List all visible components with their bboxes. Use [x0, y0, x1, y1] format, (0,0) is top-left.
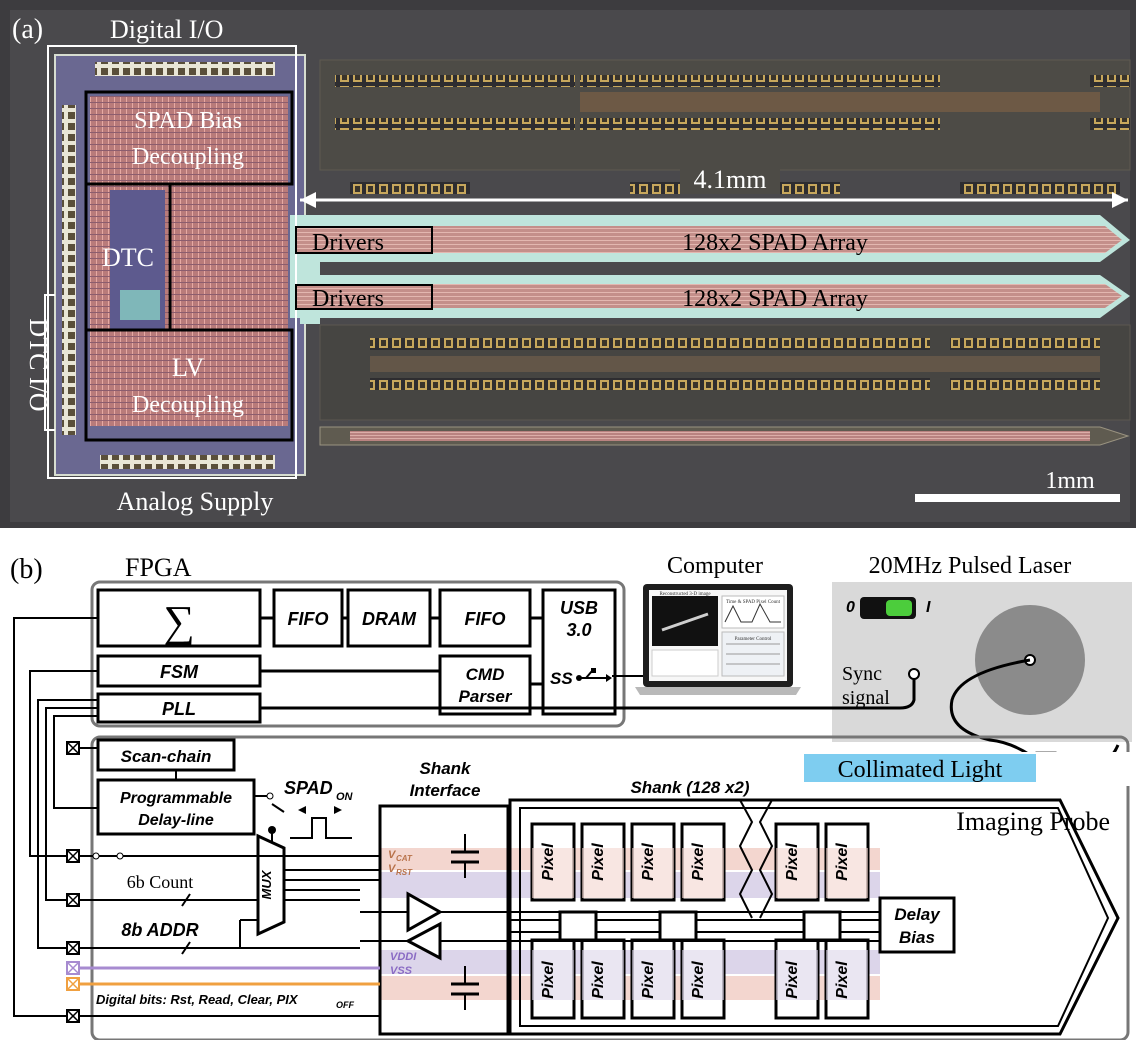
- pixel-top-1: Pixel: [532, 824, 574, 900]
- lv-label: LV: [172, 353, 204, 382]
- pixel-bottom-2-label: Pixel: [590, 961, 607, 999]
- pixel-bottom-4: Pixel: [682, 940, 724, 1018]
- scan-chain-label: Scan-chain: [121, 747, 212, 766]
- system-diagram-svg: (b) FPGA ∑ FIFO DRAM FIFO USB 3.0 SS FSM…: [0, 528, 1136, 1040]
- sync-label: Sync: [842, 663, 882, 685]
- pixel-bottom-6: Pixel: [826, 940, 868, 1018]
- count-label: 6b Count: [127, 872, 194, 892]
- pixel-top-2-label: Pixel: [590, 843, 607, 881]
- pixel-top-6: Pixel: [826, 824, 868, 900]
- shank-interface-label2: Interface: [410, 781, 481, 800]
- programmable-label: Programmable: [120, 790, 232, 807]
- spad-on-subscript: ON: [336, 791, 354, 803]
- dtc-label: DTC: [102, 243, 154, 272]
- die-micrograph-panel: (a) Digital I/O SPAD Bias Decoupling DTC…: [0, 0, 1136, 528]
- scale-bar-label: 1mm: [1045, 468, 1095, 494]
- lv-decoupling-label: Decoupling: [132, 392, 244, 418]
- port-vddi: [67, 962, 79, 974]
- scale-bar: [915, 494, 1120, 502]
- usb-label: USB: [560, 598, 598, 618]
- dtc-io-label: DTC I/O: [24, 318, 53, 411]
- pixel-top-2: Pixel: [582, 824, 624, 900]
- dram-label: DRAM: [362, 609, 417, 629]
- delay-line-label: Delay-line: [138, 812, 214, 829]
- computer-label: Computer: [667, 553, 763, 579]
- spad-on-label: SPAD: [284, 778, 333, 798]
- pixel-bottom-6-label: Pixel: [834, 961, 851, 999]
- port-digital: [67, 1010, 79, 1022]
- column-block-2: [660, 912, 696, 940]
- pixel-bottom-2: Pixel: [582, 940, 624, 1018]
- pixel-bottom-5: Pixel: [776, 940, 818, 1018]
- vrst-sub: RST: [396, 868, 413, 877]
- fifo2-label: FIFO: [465, 609, 506, 629]
- spad-bias-decoupling-label: Decoupling: [132, 144, 244, 170]
- drivers-top-label: Drivers: [312, 230, 384, 256]
- array-top-label: 128x2 SPAD Array: [682, 230, 868, 256]
- cmd-label: CMD: [466, 665, 505, 684]
- usb-version-label: 3.0: [566, 620, 591, 640]
- shank-label: Shank (128 x2): [630, 778, 749, 797]
- screen-title: Reconstructed 3-D image: [659, 592, 711, 597]
- switch-on-label: I: [926, 599, 931, 616]
- pixel-bottom-1-label: Pixel: [540, 961, 557, 999]
- pixel-top-5-label: Pixel: [784, 843, 801, 881]
- bias-label: Bias: [899, 928, 935, 947]
- pixel-bottom-4-label: Pixel: [690, 961, 707, 999]
- delay-label: Delay: [894, 905, 941, 924]
- digital-io-label: Digital I/O: [110, 15, 223, 44]
- fsm-label: FSM: [160, 662, 199, 682]
- vddi-label: VDDI: [390, 951, 417, 963]
- drivers-bottom-label: Drivers: [312, 286, 384, 312]
- pixel-top-1-label: Pixel: [540, 843, 557, 881]
- laptop-icon: Reconstructed 3-D image Time & SPAD Pixe…: [635, 584, 801, 695]
- spad-bias-label: SPAD Bias: [134, 108, 242, 134]
- port-count: [67, 894, 79, 906]
- parser-label: Parser: [459, 687, 513, 706]
- system-diagram-panel: (b) FPGA ∑ FIFO DRAM FIFO USB 3.0 SS FSM…: [0, 528, 1136, 1040]
- addr-label: 8b ADDR: [121, 920, 198, 940]
- pixel-top-6-label: Pixel: [834, 843, 851, 881]
- panel-a-label: (a): [12, 14, 43, 45]
- superspeed-label: SS: [550, 669, 573, 688]
- digital-bits-label: Digital bits: Rst, Read, Clear, PIX: [96, 992, 299, 1007]
- screen-plot-title: Time & SPAD Pixel Count: [726, 600, 781, 605]
- port-delay: [67, 850, 79, 862]
- collimated-light-label-overlay: Collimated Light: [838, 757, 1003, 783]
- pixel-top-4: Pixel: [682, 824, 724, 900]
- pixel-top-5: Pixel: [776, 824, 818, 900]
- port-addr: [67, 942, 79, 954]
- pixel-top-4-label: Pixel: [690, 843, 707, 881]
- fpga-label: FPGA: [125, 553, 192, 582]
- pll-label: PLL: [162, 699, 196, 719]
- port-scan: [67, 742, 79, 754]
- vcat-sub: CAT: [396, 854, 413, 863]
- digital-bits-sub: OFF: [336, 1000, 354, 1010]
- pixel-bottom-5-label: Pixel: [784, 961, 801, 999]
- column-block-3: [804, 912, 840, 940]
- laser-label: 20MHz Pulsed Laser: [869, 553, 1072, 579]
- screen-panel-title: Parameter Control: [735, 637, 772, 642]
- column-block-1: [560, 912, 596, 940]
- sigma-symbol: ∑: [163, 597, 194, 646]
- pixel-bottom-1: Pixel: [532, 940, 574, 1018]
- dimension-label: 4.1mm: [694, 165, 767, 194]
- sync-signal-label: signal: [842, 687, 890, 709]
- pixel-top-3-label: Pixel: [640, 843, 657, 881]
- vss-label: VSS: [390, 965, 413, 977]
- pixel-top-3: Pixel: [632, 824, 674, 900]
- panel-b-label: (b): [10, 554, 43, 585]
- switch-off-label: 0: [846, 599, 855, 616]
- mux-label: MUX: [259, 869, 274, 899]
- fifo1-label: FIFO: [288, 609, 329, 629]
- pixel-bottom-3: Pixel: [632, 940, 674, 1018]
- pixel-bottom-3-label: Pixel: [640, 961, 657, 999]
- imaging-probe-label: Imaging Probe: [956, 807, 1110, 836]
- analog-supply-label: Analog Supply: [117, 487, 274, 516]
- port-vss: [67, 978, 79, 990]
- shank-interface-label: Shank: [419, 759, 472, 778]
- array-bottom-label: 128x2 SPAD Array: [682, 286, 868, 312]
- die-micrograph-svg: (a) Digital I/O SPAD Bias Decoupling DTC…: [0, 0, 1136, 528]
